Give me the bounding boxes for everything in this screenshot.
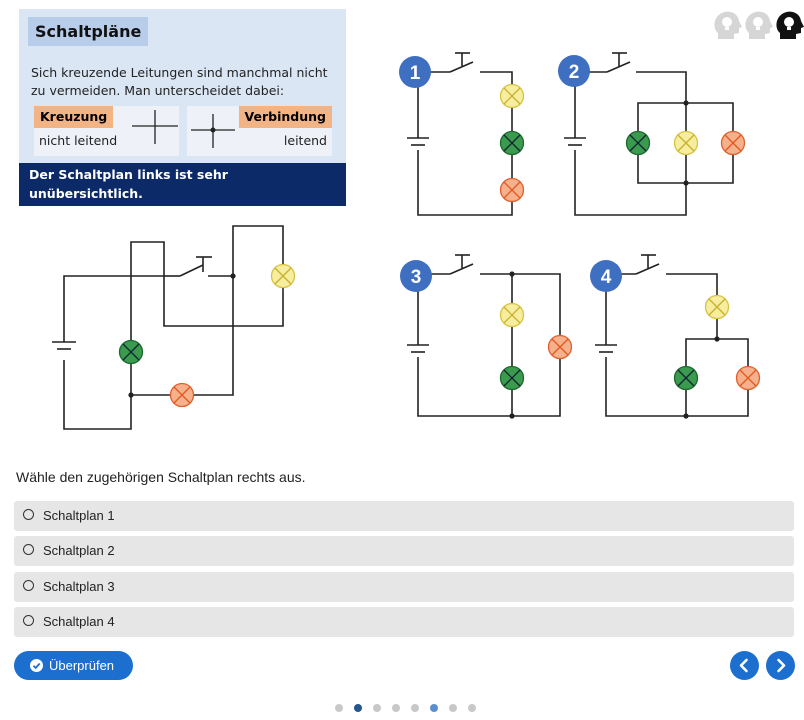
circuit-badge-3: 3 — [400, 260, 432, 292]
info-text: Sich kreuzende Leitungen sind manchmal n… — [31, 65, 328, 98]
option-schaltplan-1[interactable]: Schaltplan 1 — [14, 501, 794, 531]
messy-circuit — [52, 225, 284, 430]
chevron-right-icon — [777, 658, 786, 673]
junction-symbol — [191, 114, 235, 148]
instruction-bar: Der Schaltplan links ist sehr unübersich… — [19, 163, 346, 239]
pagination-dot[interactable] — [373, 704, 381, 712]
radio-button[interactable] — [23, 509, 34, 520]
radio-button[interactable] — [23, 544, 34, 555]
option-label: Schaltplan 4 — [43, 614, 115, 629]
kreuzung-box: Kreuzung nicht leitend — [34, 106, 179, 156]
verbindung-value: leitend — [283, 133, 327, 148]
question-text: Wähle den zugehörigen Schaltplan rechts … — [16, 469, 306, 485]
head-lightbulb-icon[interactable] — [776, 11, 804, 39]
pagination-dot[interactable] — [411, 704, 419, 712]
radio-button[interactable] — [23, 580, 34, 591]
verbindung-box: Verbindung leitend — [187, 106, 332, 156]
circuit-diagrams: 1 2 3 4 — [52, 52, 761, 430]
check-button-label: Überprüfen — [49, 658, 115, 673]
circuit-badge-2: 2 — [558, 55, 590, 87]
radio-button[interactable] — [23, 615, 34, 626]
svg-text:2: 2 — [569, 62, 580, 83]
previous-button[interactable] — [730, 651, 759, 680]
verbindung-label: Verbindung — [238, 106, 332, 128]
option-schaltplan-2[interactable]: Schaltplan 2 — [14, 536, 794, 566]
pagination-dot-current[interactable] — [354, 704, 362, 712]
option-label: Schaltplan 2 — [43, 543, 115, 558]
svg-text:4: 4 — [601, 267, 612, 288]
pagination-dot[interactable] — [468, 704, 476, 712]
instruction-line-1: Der Schaltplan links ist sehr unübersich… — [29, 167, 228, 201]
circuit-2 — [564, 52, 734, 216]
kreuzung-label: Kreuzung — [34, 106, 114, 128]
circuit-badge-4: 4 — [590, 260, 622, 292]
option-label: Schaltplan 1 — [43, 508, 115, 523]
instruction-line-2: Wähle den zugehörigen Schaltplan rechts … — [29, 205, 323, 239]
crossing-symbol — [132, 110, 178, 144]
pagination-dot-highlighted[interactable] — [430, 704, 438, 712]
head-lightbulb-icon[interactable] — [714, 11, 742, 39]
option-schaltplan-3[interactable]: Schaltplan 3 — [14, 572, 794, 602]
svg-text:3: 3 — [411, 267, 422, 288]
head-lightbulb-icon[interactable] — [745, 11, 773, 39]
circuit-badge-1: 1 — [399, 56, 431, 88]
info-panel: Schaltpläne Sich kreuzende Leitungen sin… — [19, 9, 346, 239]
kreuzung-value: nicht leitend — [39, 133, 118, 148]
info-title: Schaltpläne — [28, 17, 149, 46]
option-label: Schaltplan 3 — [43, 579, 115, 594]
pagination-dot[interactable] — [392, 704, 400, 712]
next-button[interactable] — [766, 651, 795, 680]
check-circle-icon — [30, 659, 43, 672]
option-schaltplan-4[interactable]: Schaltplan 4 — [14, 607, 794, 637]
pagination-dot[interactable] — [335, 704, 343, 712]
pagination-dot[interactable] — [449, 704, 457, 712]
chevron-left-icon — [739, 658, 748, 673]
svg-text:1: 1 — [410, 63, 421, 84]
hint-icons — [714, 11, 804, 39]
check-button[interactable]: Überprüfen — [14, 651, 133, 680]
